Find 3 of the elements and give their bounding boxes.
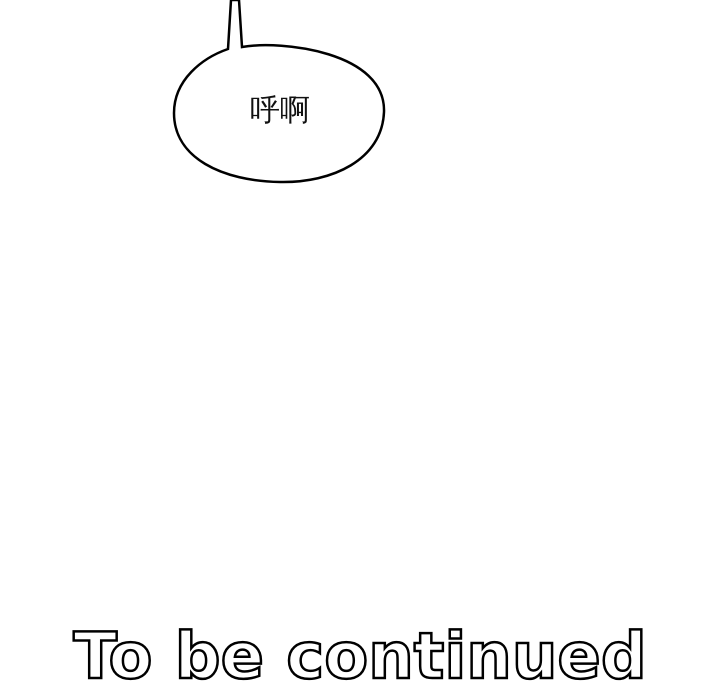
speech-text: 呼啊 [249,96,311,126]
speech-bubble [172,0,388,184]
ending-caption: To be continued [72,622,648,692]
